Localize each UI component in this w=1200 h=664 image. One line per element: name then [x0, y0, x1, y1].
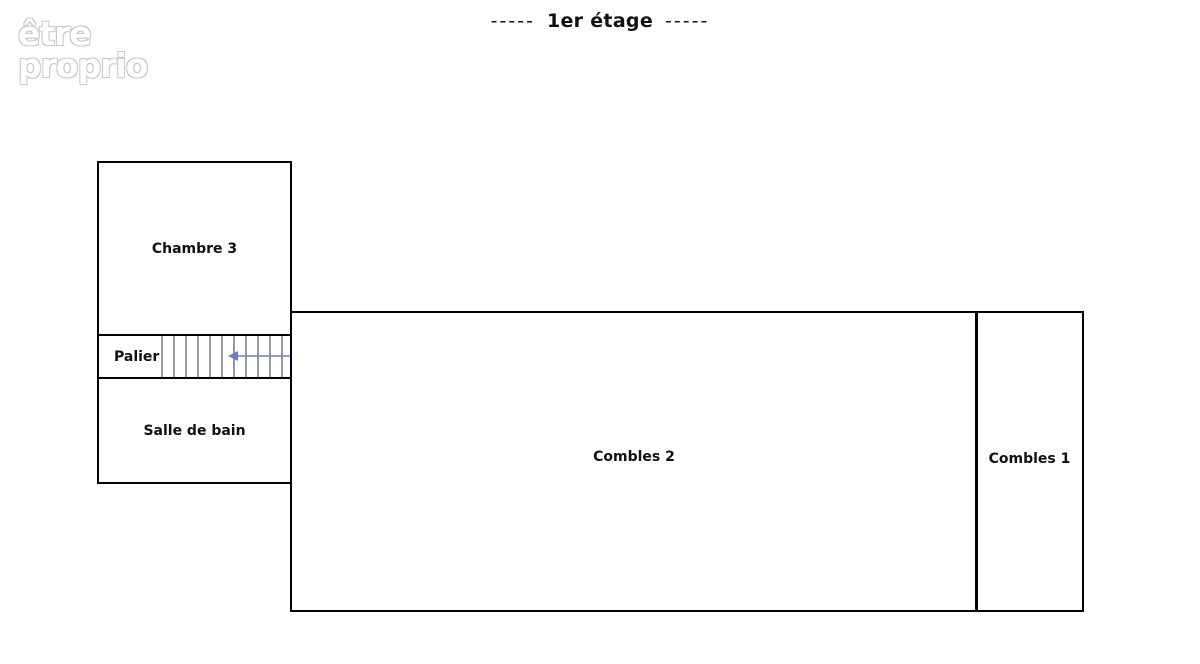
- stair-arrow-icon: [228, 351, 238, 361]
- title-dashes-left: -----: [490, 10, 535, 32]
- etre-proprio-logo: être proprio: [18, 14, 168, 85]
- room-label-combles-1: Combles 1: [988, 451, 1071, 467]
- title-text: 1er étage: [546, 10, 654, 32]
- room-label-chambre-3: Chambre 3: [151, 240, 238, 257]
- floor-title: ----- 1er étage -----: [0, 10, 1200, 32]
- room-combles-2: Combles 2: [290, 311, 978, 612]
- room-label-combles-2: Combles 2: [593, 448, 675, 465]
- title-dashes-right: -----: [665, 10, 710, 32]
- room-label-palier: Palier: [114, 348, 160, 365]
- logo-line-1: être: [18, 14, 92, 53]
- room-combles-1: Combles 1: [975, 311, 1084, 612]
- logo-line-2: proprio: [18, 46, 148, 85]
- room-label-salle-de-bain: Salle de bain: [143, 422, 246, 439]
